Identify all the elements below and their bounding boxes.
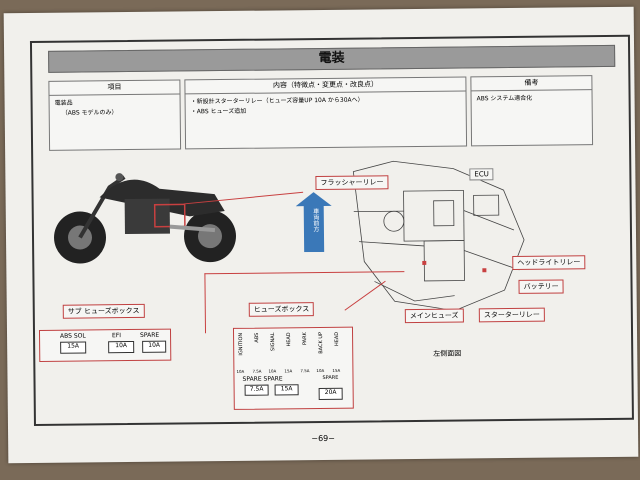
fuse-value: 7.5A	[300, 368, 310, 374]
fuse-label: IGNITION	[238, 332, 245, 356]
fuse-value: 10A	[316, 367, 325, 374]
spare-label: SPARE SPARE	[242, 375, 283, 383]
fuse-value: 15A	[284, 368, 293, 374]
fuse-label: HEAD	[334, 331, 341, 347]
sub-fuse-value: 10A	[108, 340, 135, 354]
sub-fuse-box: ABS SOL EFI SPARE 15A 10A 10A	[38, 328, 172, 362]
front-arrow-icon	[295, 192, 332, 253]
fuse-label: HEAD	[286, 332, 293, 347]
spare-fuse-value: 7.5A	[244, 384, 269, 396]
manual-page: 電装 項目 電装品 （ABS モデルのみ） 内容（特徴点・変更点・改良点） ・新…	[3, 6, 639, 464]
flasher-relay-label: フラッシャーリレー	[315, 175, 389, 191]
fuse-label: SIGNAL	[270, 332, 277, 352]
fuse-box-title: ヒューズボックス	[248, 302, 315, 317]
main-fuse-label: メインヒューズ	[404, 308, 464, 324]
motorcycle-image	[54, 173, 237, 264]
content-box: 内容（特徴点・変更点・改良点） ・新設計スターターリレー（ヒューズ容量UP 10…	[184, 76, 468, 150]
left-view-label: 左側面図	[433, 349, 462, 358]
item-box: 項目 電装品 （ABS モデルのみ）	[48, 79, 182, 151]
fuse-value: 10A	[268, 368, 277, 374]
remarks-box: 備考 ABS システム適合化	[470, 75, 594, 147]
connector-line	[204, 273, 207, 334]
sub-fuse-label: ABS SOL	[60, 332, 86, 340]
spare-right-label: SPARE	[322, 374, 339, 381]
item-header: 項目	[49, 80, 180, 96]
ecu-label: ECU	[469, 168, 494, 181]
remarks-line: ABS システム適合化	[476, 94, 533, 103]
fuse-box: IGNITION ABS SIGNAL HEAD PARK BACK UP HE…	[232, 326, 354, 410]
content-header: 内容（特徴点・変更点・改良点）	[185, 77, 466, 95]
front-label: 車両前方	[311, 208, 319, 233]
sub-fuse-label: EFI	[112, 332, 122, 340]
battery-label: バッテリー	[518, 279, 564, 294]
remarks-header: 備考	[471, 76, 592, 92]
page-number: −69−	[311, 433, 335, 444]
sub-fuse-label: SPARE	[140, 331, 160, 339]
main-fuse-value: 20A	[318, 387, 343, 401]
fuse-value: 10A	[236, 368, 245, 374]
spare-fuse-value: 15A	[274, 384, 299, 396]
content-line: ・ABS ヒューズ追加	[190, 107, 247, 116]
fuse-label: PARK	[302, 332, 309, 346]
fuse-value: 7.5A	[252, 368, 262, 374]
sub-fuse-value: 10A	[142, 340, 167, 353]
fuse-label: BACK UP	[318, 331, 325, 354]
item-line: （ABS モデルのみ）	[61, 109, 118, 117]
fuse-label: ABS	[254, 332, 261, 343]
starter-relay-label: スターターリレー	[478, 307, 545, 323]
fuse-value: 15A	[332, 367, 341, 373]
page-title: 電装	[48, 44, 616, 73]
sub-fuse-value: 15A	[60, 341, 87, 354]
sub-fuse-box-title: サブ ヒューズボックス	[62, 303, 145, 319]
page-frame: 電装 項目 電装品 （ABS モデルのみ） 内容（特徴点・変更点・改良点） ・新…	[29, 34, 634, 427]
headlight-relay-label: ヘッドライトリレー	[512, 255, 586, 270]
